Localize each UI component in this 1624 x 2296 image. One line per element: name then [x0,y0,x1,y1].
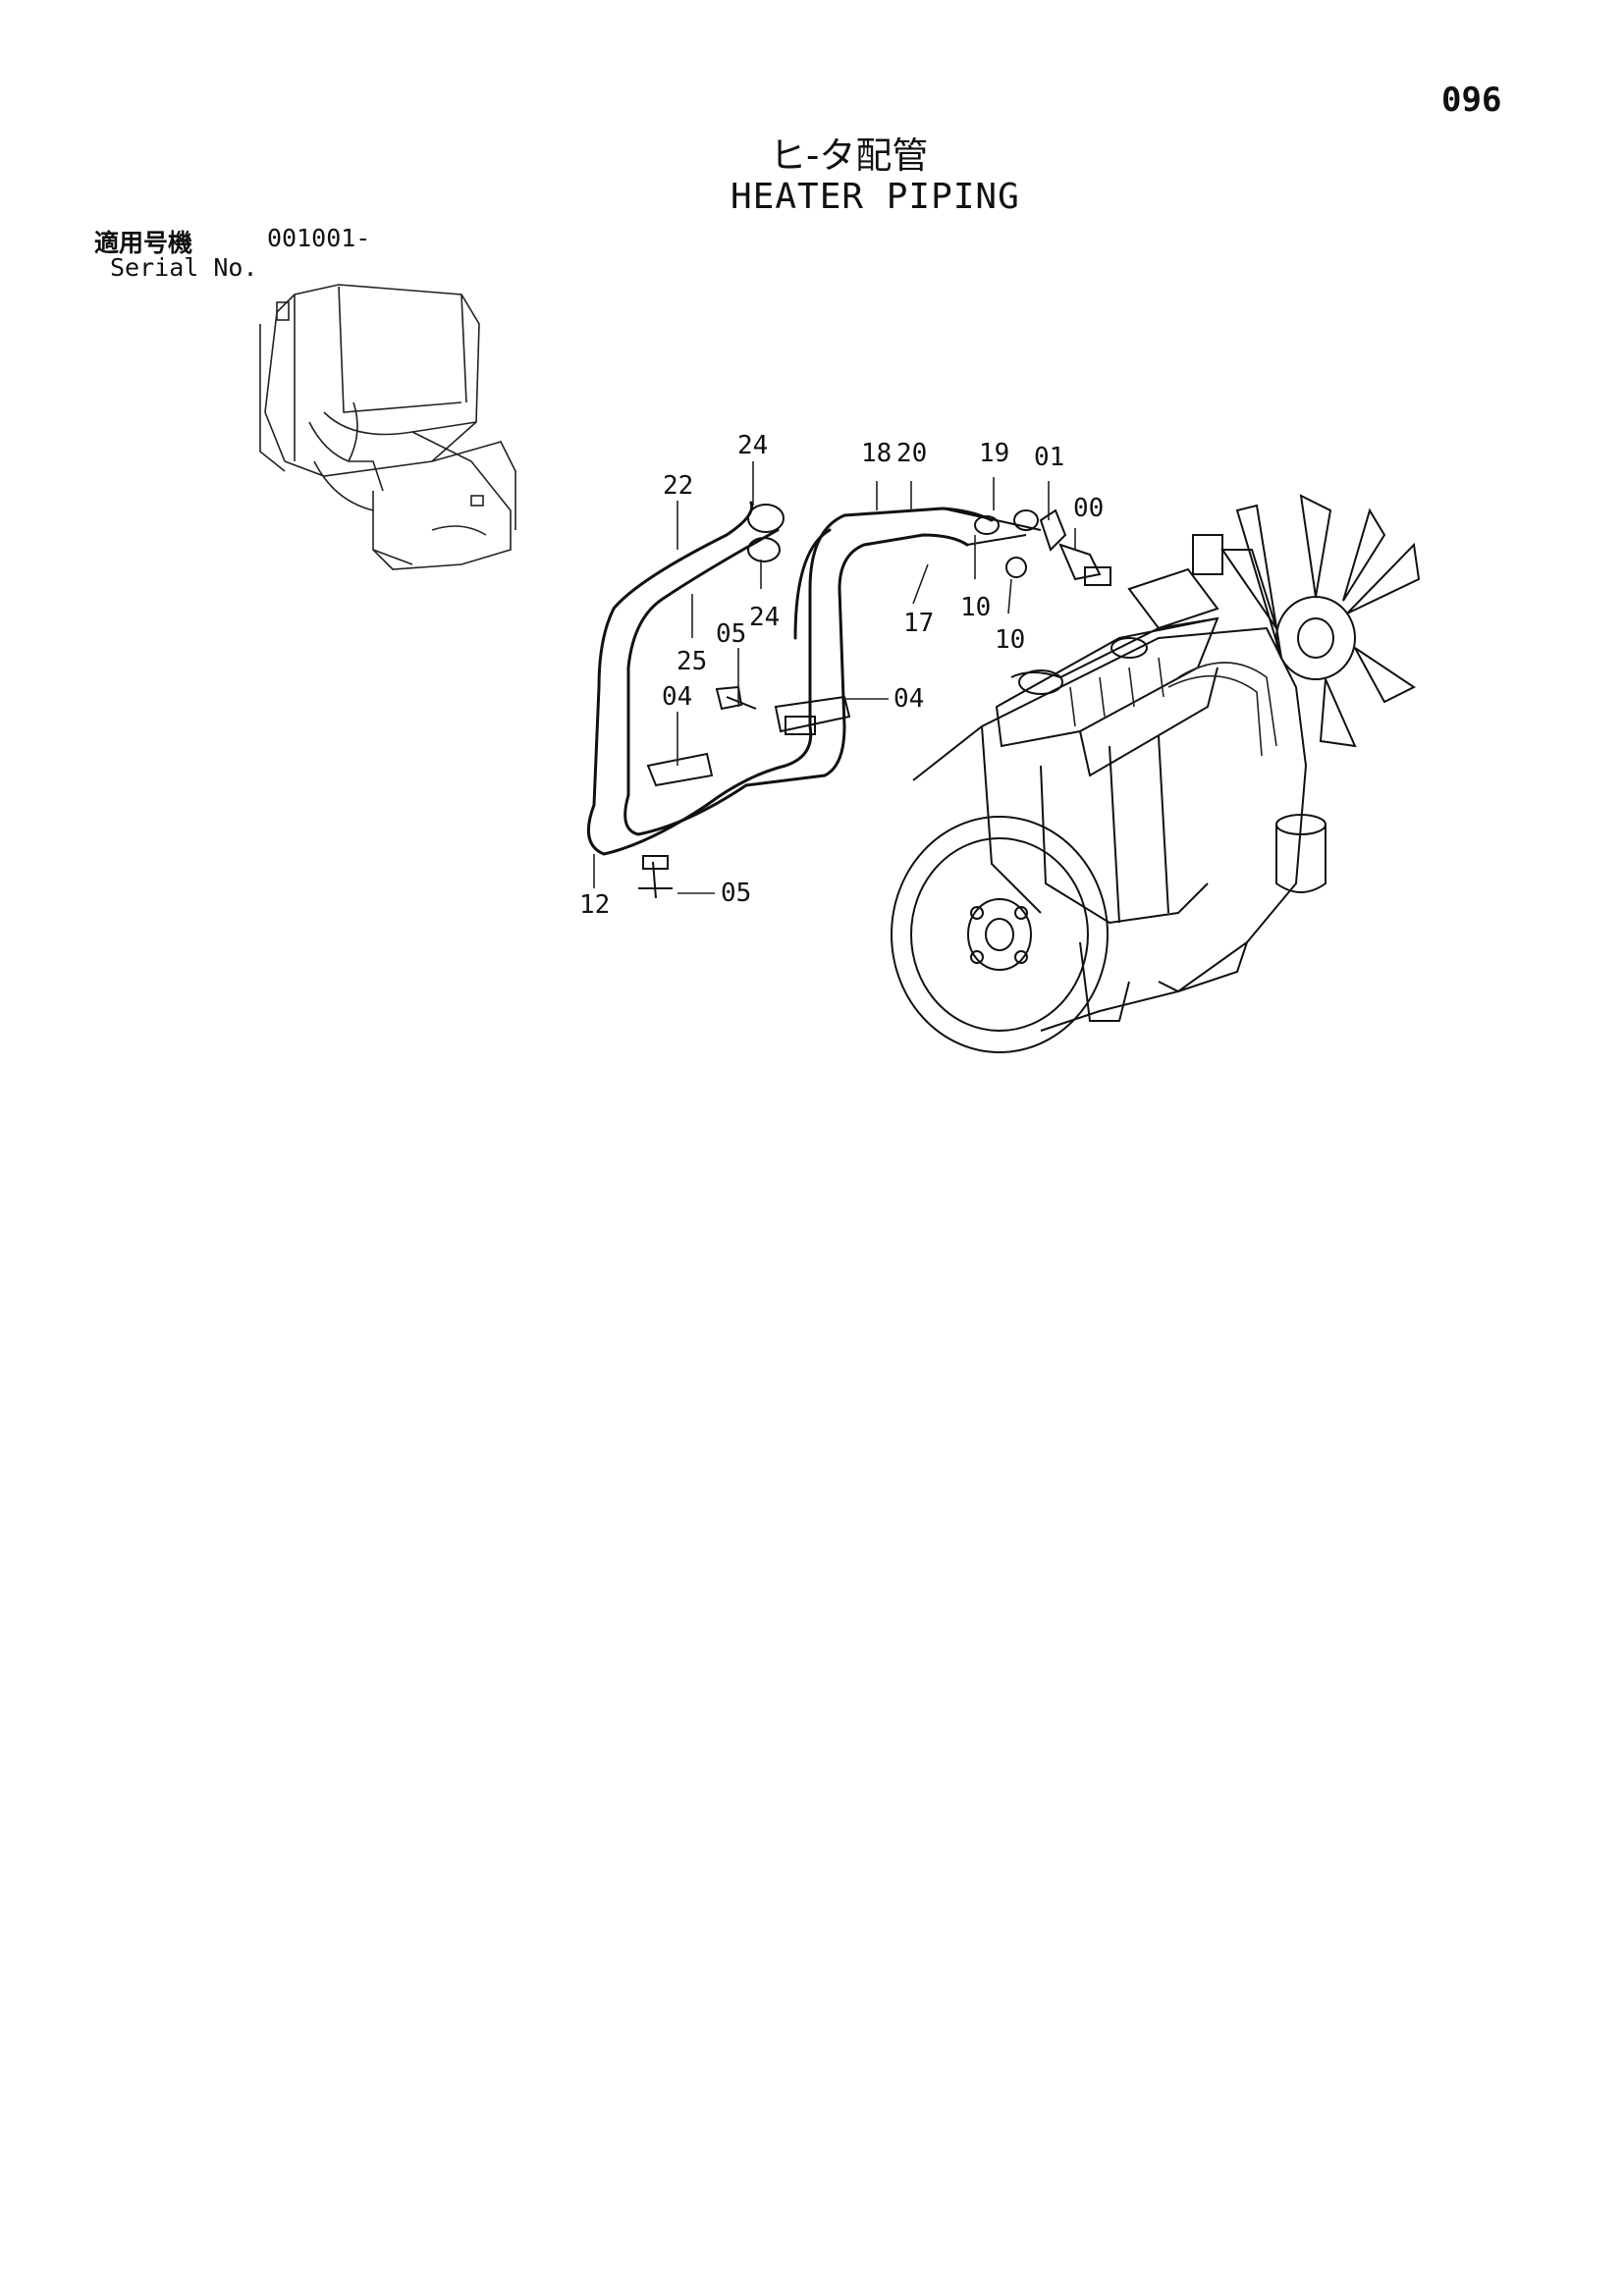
excavator-thumbnail [259,284,516,570]
callout-label: 05 [716,619,746,649]
engine-illustration [891,494,1421,1053]
callout-label: 04 [893,684,924,714]
page-number: 096 [1441,80,1502,120]
callout-label: 01 [1034,443,1064,472]
callout-label: 18 [861,439,892,468]
callout-label: 24 [737,431,768,460]
leader-lines [593,461,1076,894]
callout-label: 05 [721,879,751,908]
title-japanese: ヒ-タ配管 [770,134,929,177]
callout-label: 20 [896,439,927,468]
callout-label: 24 [749,603,780,632]
serial-number-value: 001001- [267,224,371,252]
title-english: HEATER PIPING [731,177,1020,217]
part-callouts: 24 22 18 20 19 01 00 10 17 10 24 25 05 0… [579,431,1104,920]
heater-hose-assembly [586,501,1111,899]
callout-label: 19 [979,439,1009,468]
callout-label: 10 [995,625,1025,655]
serial-label-english: Serial No. [110,253,258,282]
serial-label-japanese: 適用号機 [94,229,193,257]
callout-label: 12 [579,890,610,920]
callout-label: 04 [662,682,692,712]
callout-label: 22 [663,471,693,501]
callout-label: 10 [960,593,991,622]
callout-label: 25 [677,647,707,676]
callout-label: 17 [903,609,934,638]
callout-label: 00 [1073,494,1104,523]
